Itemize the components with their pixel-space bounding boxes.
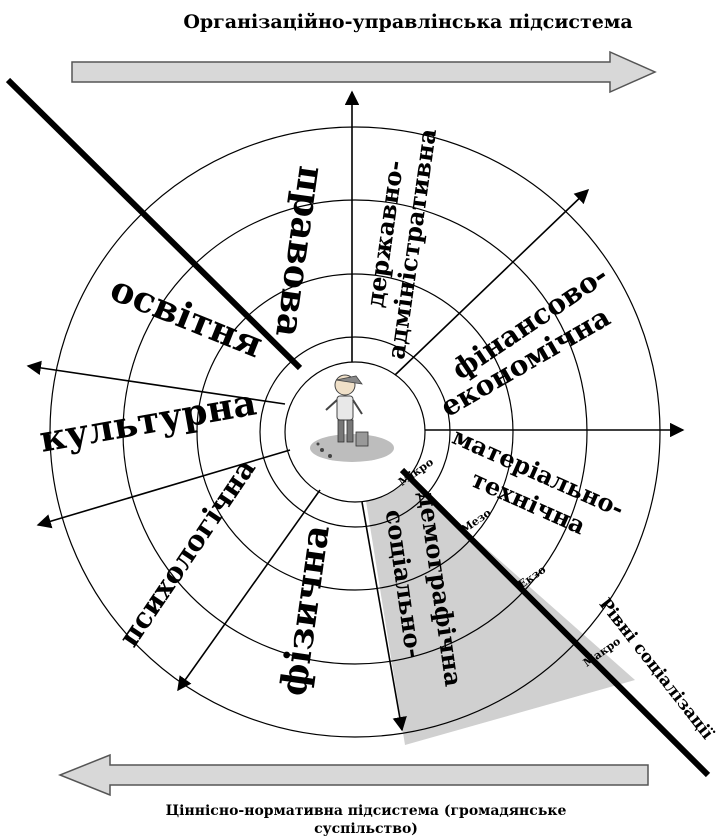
label-kulturna: культурна — [36, 381, 259, 460]
label-pravova: правова — [267, 163, 333, 339]
bottom-block-arrow — [60, 755, 648, 795]
level-ekzo: Екзо — [516, 563, 549, 591]
level-mezo: Мезо — [459, 506, 494, 536]
bottom-title-line2: суспільство) — [314, 821, 418, 837]
label-osvitnia: освітня — [105, 267, 269, 366]
label-psykholohichna: психологічна — [112, 453, 262, 653]
top-block-arrow — [72, 52, 655, 92]
bottom-title-line1: Ціннісно-нормативна підсистема (громадян… — [166, 803, 567, 819]
arrow-left-lower — [38, 450, 290, 525]
label-fizychna: фізична — [272, 522, 338, 698]
top-title: Організаційно-управлінська підсистема — [183, 11, 632, 33]
